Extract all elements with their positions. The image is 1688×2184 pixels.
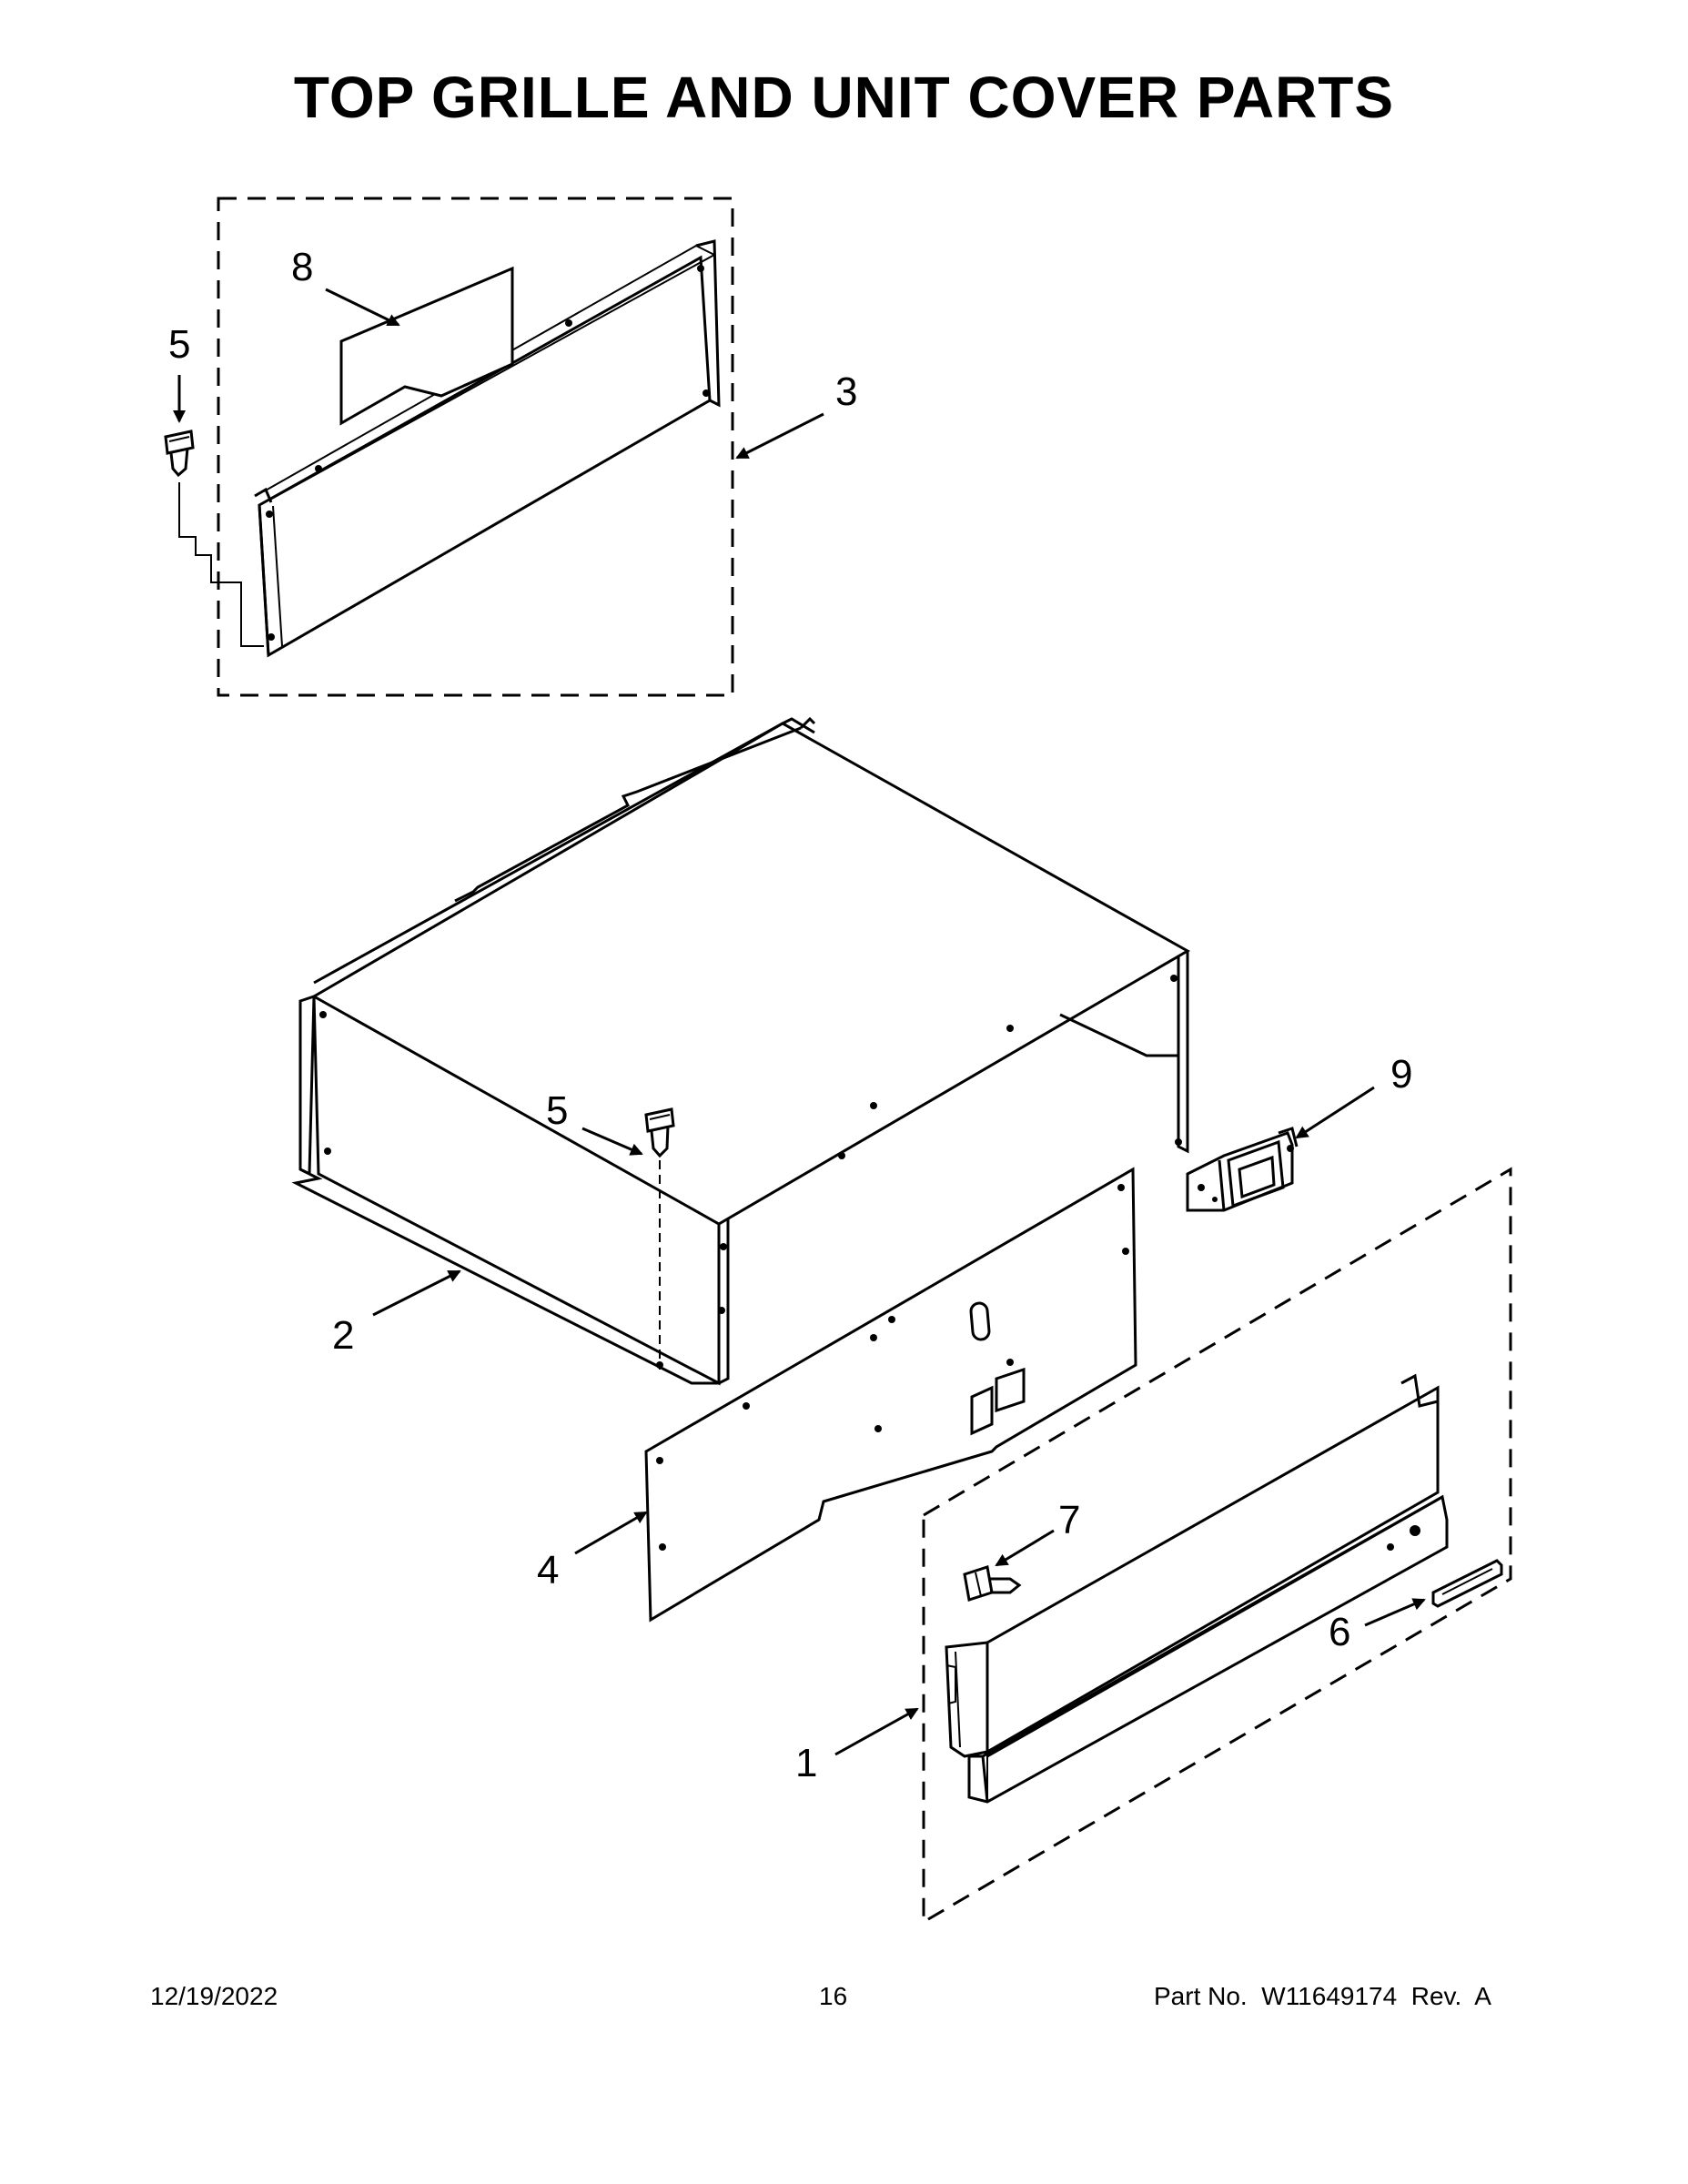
screw-part-5-middle xyxy=(644,1107,675,1158)
dashed-group-box-rear-panel xyxy=(217,197,734,697)
nameplate-badge-part-6 xyxy=(1431,1559,1503,1608)
leader-arrow-8 xyxy=(325,288,400,327)
callout-5-middle: 5 xyxy=(546,1088,568,1133)
label-part-8 xyxy=(339,266,514,426)
leader-arrow-5-middle xyxy=(581,1127,643,1156)
page-title: TOP GRILLE AND UNIT COVER PARTS xyxy=(293,65,1395,130)
callout-4: 4 xyxy=(537,1548,559,1592)
callout-1: 1 xyxy=(795,1741,817,1785)
leader-arrow-9 xyxy=(1295,1086,1375,1139)
callout-2: 2 xyxy=(332,1313,354,1358)
screw-part-7 xyxy=(963,1565,1022,1602)
callout-7: 7 xyxy=(1058,1498,1080,1542)
dashed-group-box-top-grille xyxy=(922,1167,1512,1925)
leader-arrow-7 xyxy=(995,1529,1055,1567)
leader-arrow-6 xyxy=(1364,1598,1426,1627)
callout-5-upper: 5 xyxy=(168,322,190,367)
footer-date: 12/19/2022 xyxy=(150,1982,278,2010)
callout-3: 3 xyxy=(835,369,857,414)
callout-6: 6 xyxy=(1329,1610,1350,1654)
top-grille-part-1 xyxy=(945,1373,1449,1804)
rear-panel-part-3 xyxy=(254,239,721,658)
footer-part-number: Part No. W11649174 Rev. A xyxy=(1154,1982,1491,2010)
leader-arrow-2 xyxy=(372,1269,461,1317)
cover-panel-part-4 xyxy=(644,1167,1137,1623)
leader-arrow-4 xyxy=(574,1511,648,1555)
callout-8: 8 xyxy=(291,245,313,289)
unit-cover-part-2 xyxy=(291,716,1191,1386)
footer-page-number: 16 xyxy=(819,1982,848,2010)
leader-arrow-3 xyxy=(735,412,824,460)
leader-arrow-1 xyxy=(834,1707,919,1756)
callout-9: 9 xyxy=(1390,1052,1412,1097)
screw-part-5-upper xyxy=(164,430,195,478)
bracket-part-9 xyxy=(1186,1127,1299,1212)
